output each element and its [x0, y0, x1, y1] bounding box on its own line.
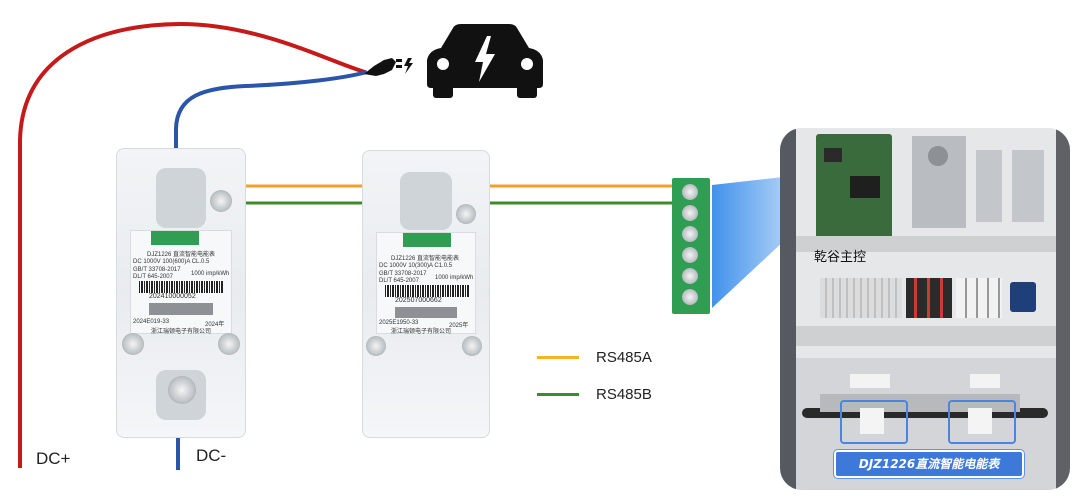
meter-standard: DL/T 645-2007	[133, 274, 173, 280]
barcode	[139, 281, 223, 293]
meter-model: DJZ1226 直流智能电能表	[391, 256, 460, 262]
meter-maker: 浙江瑞顿电子有限公司	[151, 329, 212, 335]
meter-right-face: DJZ1226 直流智能电能表 DC 1000V 10(300)A C1.0.5…	[376, 232, 476, 335]
meter-rating: DC 1000V 10(300)A C1.0.5	[379, 263, 453, 269]
meter-left: DJZ1226 直流智能电能表 DC 1000V 100(600)A CL.0.…	[116, 148, 246, 438]
controller-label: 乾谷主控	[814, 250, 867, 265]
meter-cert: 2025E1950-33	[379, 320, 419, 326]
dc-minus-wire-top	[174, 70, 368, 200]
legend-rs485a-label: RS485A	[596, 349, 652, 366]
power-supply	[976, 150, 1002, 222]
meter-lcd	[149, 303, 213, 315]
control-cabinet-photo: 乾谷主控	[780, 128, 1070, 490]
meter-pulse: 1000 imp/kWh	[435, 275, 474, 281]
meter-right: DJZ1226 直流智能电能表 DC 1000V 10(300)A C1.0.5…	[362, 150, 490, 438]
ev-car-icon	[427, 24, 543, 98]
rs485-terminal-strip	[672, 178, 710, 314]
highlight-box	[840, 400, 908, 444]
legend-rs485b-swatch	[537, 393, 579, 396]
dc-plus-label: DC+	[36, 449, 71, 468]
meter-maker: 浙江瑞顿电子有限公司	[391, 329, 452, 335]
terminal-block	[403, 233, 451, 247]
meter-standard: DL/T 645-2007	[379, 278, 419, 284]
barcode	[385, 285, 469, 297]
legend-rs485b-label: RS485B	[596, 386, 652, 403]
meter-serial: 202410000052	[149, 293, 196, 300]
power-supply	[1012, 150, 1044, 222]
lightning-bolt-icon	[475, 36, 495, 82]
meter-cert: 2024E019-33	[133, 319, 170, 325]
terminal-row	[820, 278, 902, 318]
meter-year: 2025年	[449, 323, 469, 329]
meter-lcd	[395, 307, 457, 318]
meter-year: 2024年	[205, 322, 225, 328]
highlight-box	[948, 400, 1016, 444]
meter-serial: 202507000662	[395, 297, 442, 304]
meter-left-face: DJZ1226 直流智能电能表 DC 1000V 100(600)A CL.0.…	[130, 230, 232, 335]
terminal-block	[151, 231, 199, 245]
meter-standard: GB/T 33708-2017	[379, 271, 427, 277]
legend-rs485a-swatch	[537, 356, 579, 359]
product-banner: DJZ1226直流智能电能表	[834, 450, 1024, 478]
meter-model: DJZ1226 直流智能电能表	[147, 252, 216, 258]
meter-rating: DC 1000V 100(600)A CL.0.5	[133, 259, 210, 265]
dc-plus-wire	[18, 21, 366, 468]
meter-pulse: 1000 imp/kWh	[191, 271, 230, 277]
charging-plug-icon	[364, 58, 413, 76]
meter-standard: GB/T 33708-2017	[133, 267, 181, 273]
dc-minus-label: DC-	[196, 446, 227, 465]
